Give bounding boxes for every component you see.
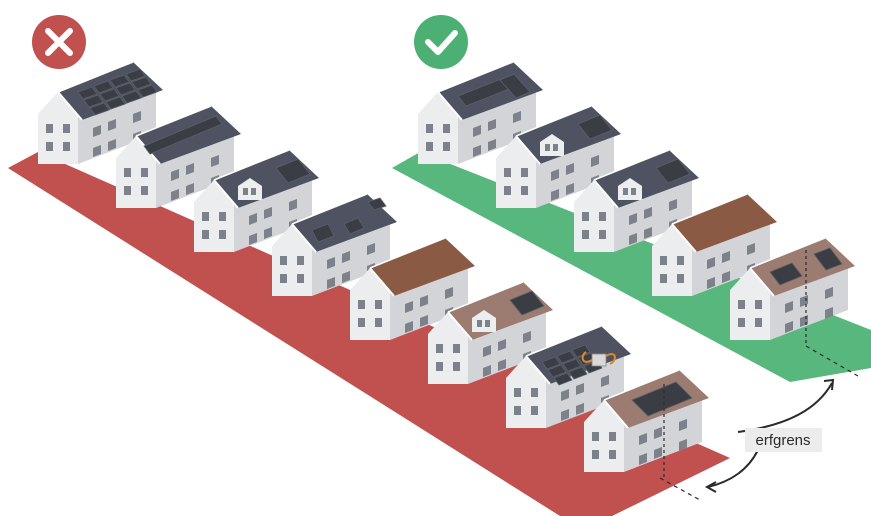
erfgrens-label: erfgrens — [755, 432, 810, 449]
property-boundary-annotation: erfgrens — [707, 380, 833, 492]
boundary-arrow-to-good — [738, 383, 832, 432]
bad-example-cross-icon — [32, 15, 86, 69]
good-example-check-icon — [414, 15, 468, 69]
